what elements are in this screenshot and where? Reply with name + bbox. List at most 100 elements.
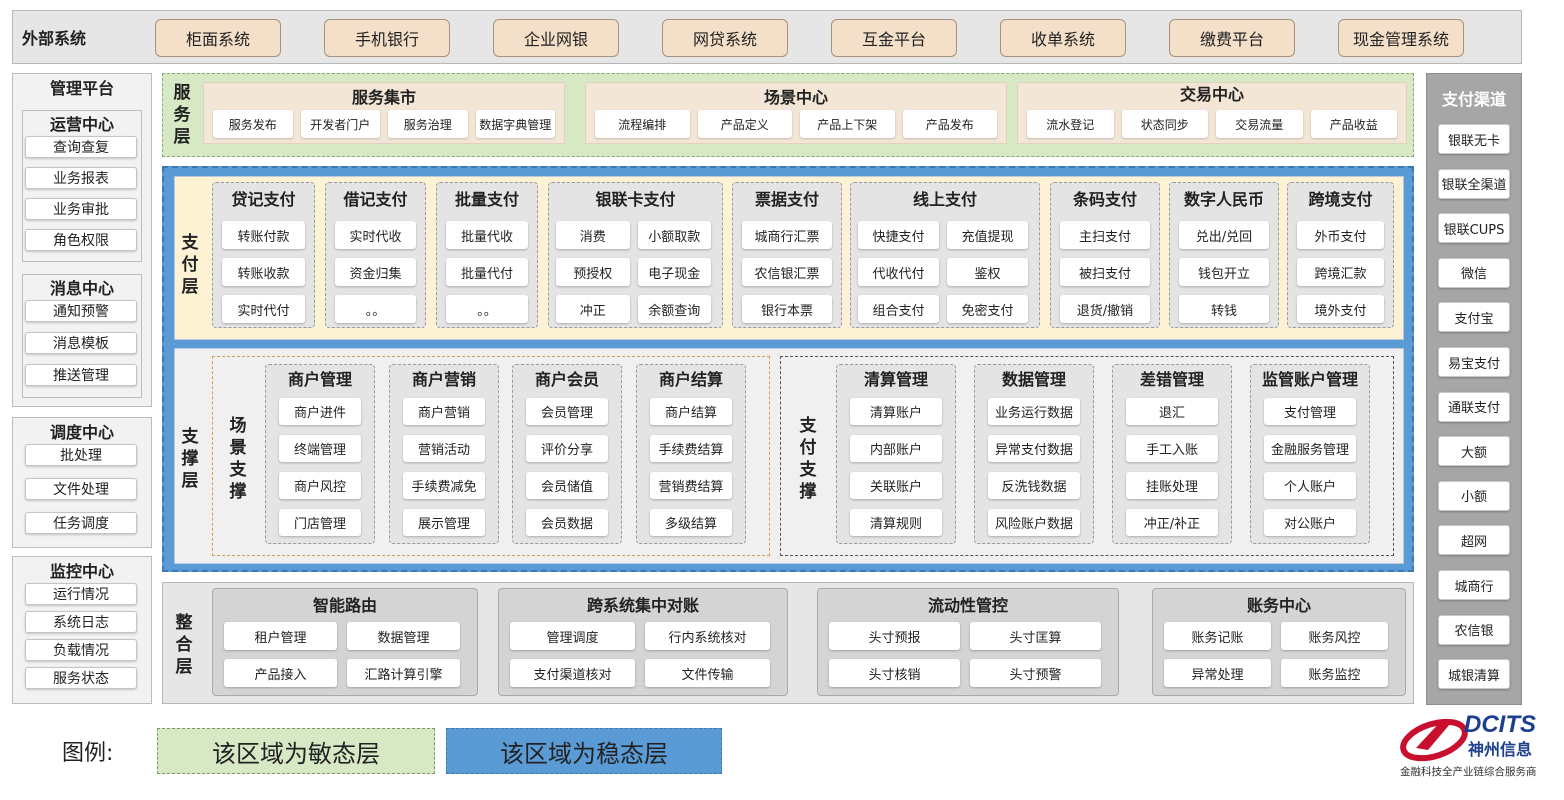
scene-support-item-button[interactable]: 营销活动: [403, 435, 485, 462]
mgmt-item-button[interactable]: 通知预警: [25, 300, 137, 322]
external-system-button[interactable]: 企业网银: [493, 19, 619, 57]
service-item-button[interactable]: 产品定义: [697, 110, 792, 138]
pay-item-button[interactable]: 批量代付: [446, 258, 528, 286]
pay-item-button[interactable]: 被扫支付: [1060, 258, 1150, 286]
service-item-button[interactable]: 服务治理: [388, 110, 468, 138]
pay-item-button[interactable]: 余额查询: [637, 295, 711, 323]
pay-item-button[interactable]: 免密支付: [947, 295, 1028, 323]
channel-button[interactable]: 银联无卡: [1438, 124, 1510, 154]
pay-item-button[interactable]: 。。: [446, 295, 528, 323]
pay-item-button[interactable]: 主扫支付: [1060, 221, 1150, 249]
channel-button[interactable]: 超网: [1438, 525, 1510, 556]
mgmt-item-button[interactable]: 消息模板: [25, 332, 137, 354]
pay-item-button[interactable]: 实时代收: [335, 221, 416, 249]
mgmt-item-button[interactable]: 负载情况: [25, 639, 137, 661]
pay-item-button[interactable]: 预授权: [556, 258, 630, 286]
pay-item-button[interactable]: 电子现金: [637, 258, 711, 286]
integration-item-button[interactable]: 产品接入: [224, 659, 337, 687]
integration-item-button[interactable]: 汇路计算引擎: [347, 659, 460, 687]
scene-support-item-button[interactable]: 营销费结算: [650, 472, 732, 499]
pay-item-button[interactable]: 退货/撤销: [1060, 295, 1150, 323]
scene-support-item-button[interactable]: 评价分享: [526, 435, 608, 462]
service-item-button[interactable]: 产品上下架: [800, 110, 895, 138]
service-item-button[interactable]: 交易流量: [1216, 110, 1303, 138]
integration-item-button[interactable]: 租户管理: [224, 622, 337, 650]
payment-support-item-button[interactable]: 关联账户: [850, 472, 942, 499]
mgmt-item-button[interactable]: 文件处理: [25, 478, 137, 500]
pay-item-button[interactable]: 转账付款: [222, 221, 305, 249]
payment-support-item-button[interactable]: 支付管理: [1264, 398, 1356, 425]
scene-support-item-button[interactable]: 会员储值: [526, 472, 608, 499]
integration-item-button[interactable]: 行内系统核对: [645, 622, 770, 650]
pay-item-button[interactable]: 境外支付: [1297, 295, 1384, 323]
pay-item-button[interactable]: 农信银汇票: [742, 258, 832, 286]
channel-button[interactable]: 易宝支付: [1438, 347, 1510, 377]
pay-item-button[interactable]: 银行本票: [742, 295, 832, 323]
integration-item-button[interactable]: 异常处理: [1164, 659, 1271, 687]
pay-item-button[interactable]: 。。: [335, 295, 416, 323]
channel-button[interactable]: 银联CUPS: [1438, 213, 1510, 244]
payment-support-item-button[interactable]: 退汇: [1126, 398, 1218, 425]
service-item-button[interactable]: 服务发布: [213, 110, 293, 138]
scene-support-item-button[interactable]: 商户营销: [403, 398, 485, 425]
pay-item-button[interactable]: 转钱: [1179, 295, 1269, 323]
pay-item-button[interactable]: 快捷支付: [858, 221, 939, 249]
scene-support-item-button[interactable]: 商户结算: [650, 398, 732, 425]
pay-item-button[interactable]: 钱包开立: [1179, 258, 1269, 286]
external-system-button[interactable]: 网贷系统: [662, 19, 788, 57]
service-item-button[interactable]: 数据字典管理: [475, 110, 555, 138]
integration-item-button[interactable]: 管理调度: [510, 622, 635, 650]
payment-support-item-button[interactable]: 冲正/补正: [1126, 509, 1218, 536]
pay-item-button[interactable]: 小额取款: [637, 221, 711, 249]
service-item-button[interactable]: 状态同步: [1121, 110, 1208, 138]
integration-item-button[interactable]: 账务风控: [1281, 622, 1388, 650]
integration-item-button[interactable]: 头寸核销: [829, 659, 960, 687]
mgmt-item-button[interactable]: 任务调度: [25, 512, 137, 534]
payment-support-item-button[interactable]: 反洗钱数据: [988, 472, 1080, 499]
payment-support-item-button[interactable]: 清算账户: [850, 398, 942, 425]
scene-support-item-button[interactable]: 手续费结算: [650, 435, 732, 462]
service-item-button[interactable]: 流水登记: [1027, 110, 1114, 138]
payment-support-item-button[interactable]: 清算规则: [850, 509, 942, 536]
scene-support-item-button[interactable]: 门店管理: [279, 509, 361, 536]
payment-support-item-button[interactable]: 业务运行数据: [988, 398, 1080, 425]
mgmt-item-button[interactable]: 角色权限: [25, 229, 137, 251]
channel-button[interactable]: 农信银: [1438, 614, 1510, 645]
external-system-button[interactable]: 互金平台: [831, 19, 957, 57]
mgmt-item-button[interactable]: 系统日志: [25, 611, 137, 633]
pay-item-button[interactable]: 充值提现: [947, 221, 1028, 249]
integration-item-button[interactable]: 头寸预警: [970, 659, 1101, 687]
payment-support-item-button[interactable]: 挂账处理: [1126, 472, 1218, 499]
payment-support-item-button[interactable]: 手工入账: [1126, 435, 1218, 462]
payment-support-item-button[interactable]: 内部账户: [850, 435, 942, 462]
channel-button[interactable]: 城商行: [1438, 570, 1510, 600]
scene-support-item-button[interactable]: 展示管理: [403, 509, 485, 536]
external-system-button[interactable]: 现金管理系统: [1338, 19, 1464, 57]
pay-item-button[interactable]: 城商行汇票: [742, 221, 832, 249]
integration-item-button[interactable]: 头寸预报: [829, 622, 960, 650]
pay-item-button[interactable]: 消费: [556, 221, 630, 249]
pay-item-button[interactable]: 资金归集: [335, 258, 416, 286]
scene-support-item-button[interactable]: 会员管理: [526, 398, 608, 425]
payment-support-item-button[interactable]: 个人账户: [1264, 472, 1356, 499]
service-item-button[interactable]: 产品收益: [1310, 110, 1397, 138]
channel-button[interactable]: 银联全渠道: [1438, 168, 1510, 199]
external-system-button[interactable]: 柜面系统: [155, 19, 281, 57]
pay-item-button[interactable]: 兑出/兑回: [1179, 221, 1269, 249]
service-item-button[interactable]: 开发者门户: [300, 110, 380, 138]
mgmt-item-button[interactable]: 业务报表: [25, 167, 137, 189]
pay-item-button[interactable]: 组合支付: [858, 295, 939, 323]
pay-item-button[interactable]: 冲正: [556, 295, 630, 323]
integration-item-button[interactable]: 头寸匡算: [970, 622, 1101, 650]
channel-button[interactable]: 大额: [1438, 436, 1510, 467]
channel-button[interactable]: 支付宝: [1438, 302, 1510, 333]
integration-item-button[interactable]: 数据管理: [347, 622, 460, 650]
external-system-button[interactable]: 手机银行: [324, 19, 450, 57]
pay-item-button[interactable]: 转账收款: [222, 258, 305, 286]
scene-support-item-button[interactable]: 会员数据: [526, 509, 608, 536]
mgmt-item-button[interactable]: 查询查复: [25, 136, 137, 158]
channel-button[interactable]: 小额: [1438, 480, 1510, 511]
external-system-button[interactable]: 收单系统: [1000, 19, 1126, 57]
integration-item-button[interactable]: 账务记账: [1164, 622, 1271, 650]
scene-support-item-button[interactable]: 手续费减免: [403, 472, 485, 499]
